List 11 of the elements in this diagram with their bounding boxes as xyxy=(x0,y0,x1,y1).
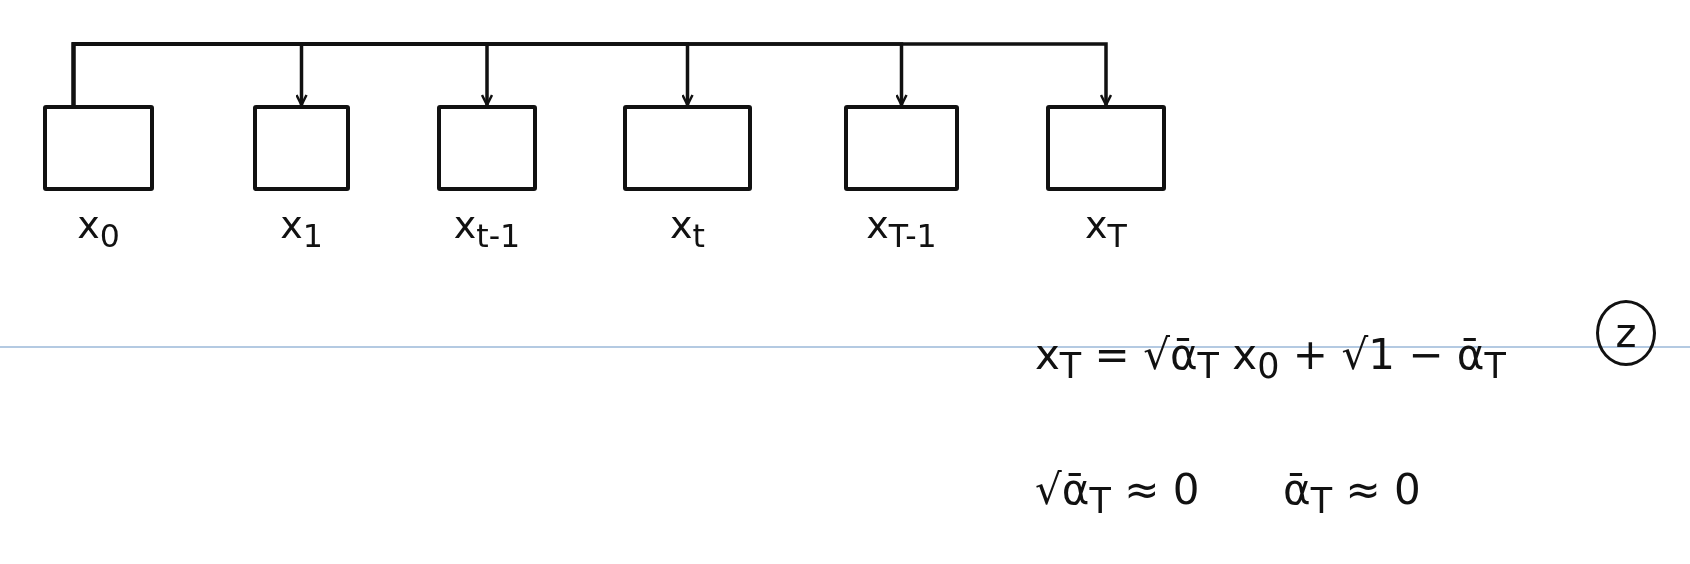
variable-label: x$_{0}$ xyxy=(77,203,120,254)
equation: √ᾱ$_{T}$ ≈ 0 xyxy=(1035,465,1200,522)
equation: x$_{T}$ = √ᾱ$_{T}$ x$_{0}$ + √1 − ᾱ$_{T}$ xyxy=(1035,330,1506,387)
variable-label: x$_{t}$ xyxy=(670,203,705,254)
variable-label: x$_{t-1}$ xyxy=(453,203,521,254)
variable-label: x$_{1}$ xyxy=(280,203,323,254)
circled-variable: z xyxy=(1596,300,1656,366)
variable-label: x$_{T-1}$ xyxy=(866,203,937,254)
arrow xyxy=(71,42,1113,107)
variable-label: x$_{T}$ xyxy=(1085,203,1127,254)
equation: ᾱ$_{T}$ ≈ 0 xyxy=(1283,465,1421,522)
